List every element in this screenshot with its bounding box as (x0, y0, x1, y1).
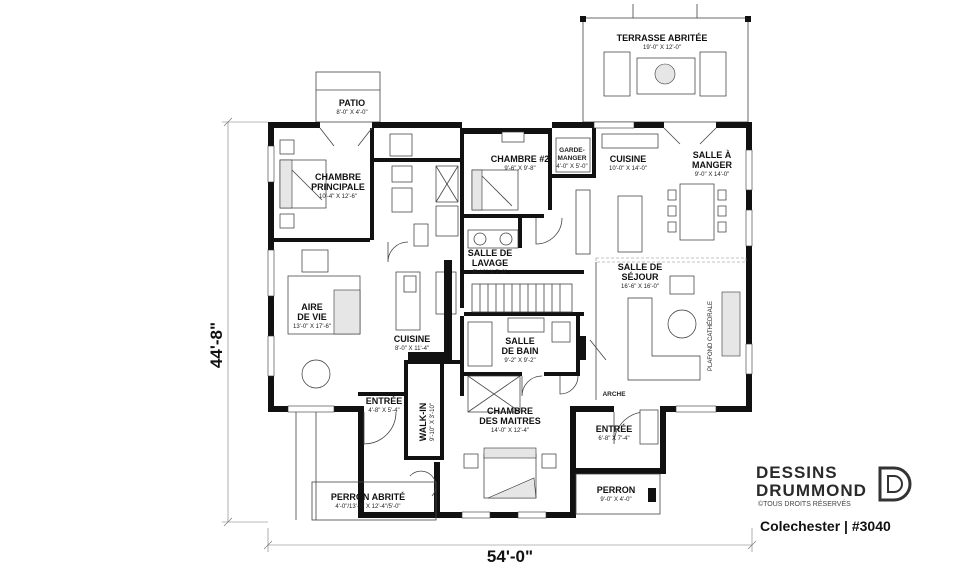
room-dim-patio: 8'-0" X 4'-0" (336, 110, 367, 116)
room-label-garde-manger-2: MANGER (558, 155, 587, 162)
porches (295, 409, 661, 521)
room-dim-chambre-2: 9'-6" X 9'-8" (504, 166, 535, 172)
room-dim-perron-abrite: 4'-0"/13'-0" X 12'-4"/5'-0" (335, 504, 400, 510)
room-label-salle-sejour-2: SÉJOUR (621, 272, 659, 282)
brand-name-line1: DESSINS (756, 463, 838, 482)
room-label-salle-lavage-2: LAVAGE (472, 258, 508, 268)
room-dim-salle-bain: 9'-2" X 9'-2" (504, 358, 535, 364)
room-dim-cuisine-small: 8'-0" X 11'-4" (395, 346, 429, 352)
room-label-patio: PATIO (339, 98, 365, 108)
room-label-aire-vie-2: DE VIE (297, 312, 327, 322)
depth-dimension-label: 44'-8" (207, 322, 226, 368)
windows (267, 121, 753, 519)
room-dim-cuisine-main: 10'-0" X 14'-0" (609, 166, 647, 172)
room-label-chambre-maitres-2: DES MAITRES (479, 416, 541, 426)
room-dim-salle-a-manger: 9'-0" X 14'-0" (695, 172, 730, 178)
room-dim-garde-manger: 4'-0" X 5'-0" (556, 164, 587, 170)
room-dim-terrasse: 19'-0" X 12'-0" (643, 45, 681, 51)
room-label-aire-vie-1: AIRE (301, 302, 323, 312)
brand-name-line2: DRUMMOND (756, 481, 867, 500)
label-plafond-cathedrale: PLAFOND CATHÉDRALE (707, 301, 714, 371)
room-label-cuisine-small: CUISINE (394, 334, 431, 344)
stair (471, 189, 591, 313)
living-room-furniture (595, 262, 741, 400)
room-label-entree-left: ENTRÉE (366, 396, 403, 406)
room-dim-perron: 9'-0" X 4'-0" (600, 497, 631, 503)
patio-structure (315, 71, 381, 123)
bath-fixtures-2 (467, 317, 571, 413)
room-label-salle-bain-2: DE BAIN (501, 346, 538, 356)
room-label-salle-a-manger-1: SALLE À (693, 150, 732, 160)
room-label-garde-manger-1: GARDE- (559, 147, 585, 154)
room-label-walk-in: WALK-IN (418, 403, 428, 442)
bath-fixtures-1 (389, 133, 459, 247)
laundry-fixtures (467, 229, 519, 249)
room-label-salle-lavage-1: SALLE DE (468, 248, 513, 258)
width-dimension-label: 54'-0" (487, 547, 533, 566)
drummond-logo-icon (878, 466, 912, 502)
brand-rights-notice: ©TOUS DROITS RÉSERVÉS (758, 501, 851, 508)
bed-chambre-des-maitres (463, 447, 557, 499)
room-label-salle-a-manger-2: MANGER (692, 160, 732, 170)
room-dim-chambre-maitres: 14'-0" X 12'-4" (491, 428, 529, 434)
dimension-lines (222, 117, 757, 552)
interior-walls (274, 128, 596, 460)
room-dim-walk-in: 9'-10" X 3'-10" (430, 403, 436, 441)
room-label-perron: PERRON (597, 485, 636, 495)
room-label-chambre-principale-1: CHAMBRE (315, 172, 361, 182)
main-kitchen-dining (555, 133, 747, 263)
room-label-terrasse: TERRASSE ABRITÉE (617, 33, 708, 43)
terrasse-structure (580, 4, 751, 123)
room-dim-salle-lavage: 5'-10" X 7'-0" (473, 270, 508, 276)
room-label-salle-sejour-1: SALLE DE (618, 262, 663, 272)
room-label-arche: ARCHE (602, 391, 626, 398)
room-label-cuisine-main: CUISINE (610, 154, 647, 164)
room-dim-chambre-principale: 10'-4" X 12'-6" (319, 194, 357, 200)
bed-chambre-2 (471, 131, 525, 211)
room-label-perron-abrite: PERRON ABRITÉ (331, 492, 405, 502)
aire-de-vie-furniture (287, 249, 457, 389)
room-label-entree-right: ENTRÉE (596, 424, 633, 434)
bed-chambre-principale (279, 139, 327, 229)
room-dim-salle-sejour: 16'-6" X 16'-0" (621, 284, 659, 290)
room-dim-entree-right: 6'-8" X 7'-4" (598, 436, 629, 442)
plan-caption: Colechester | #3040 (760, 518, 891, 534)
room-dim-aire-vie: 13'-0" X 17'-6" (293, 324, 331, 330)
room-label-chambre-principale-2: PRINCIPALE (311, 182, 365, 192)
room-label-salle-bain-1: SALLE (505, 336, 535, 346)
room-dim-entree-left: 4'-8" X 5'-4" (368, 408, 399, 414)
room-label-chambre-maitres-1: CHAMBRE (487, 406, 533, 416)
room-label-chambre-2: CHAMBRE #2 (491, 154, 550, 164)
